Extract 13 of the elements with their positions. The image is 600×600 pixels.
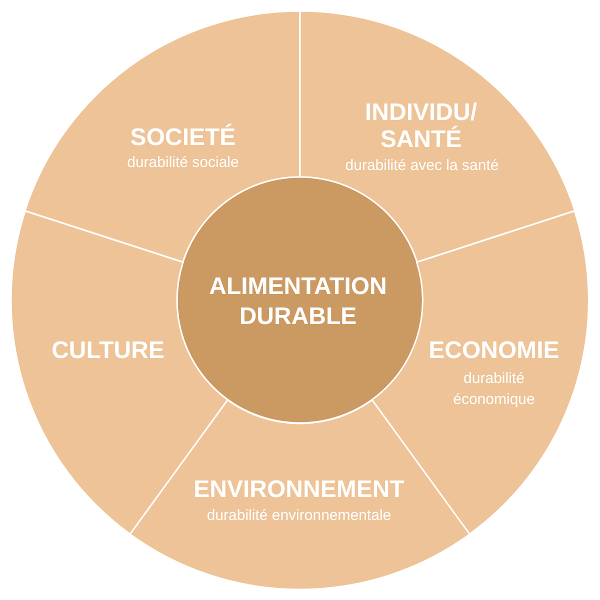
segment-subtitle: durabilité économique (453, 368, 535, 410)
ring-segment (299, 10, 576, 263)
segment-title: ENVIRONNEMENT (194, 476, 404, 504)
center-title: ALIMENTATION DURABLE (209, 272, 387, 332)
segment-subtitle: durabilité environnementale (206, 506, 392, 525)
ring-segment (24, 10, 301, 263)
segment-title: SOCIETÉ (130, 124, 236, 152)
segment-title: ECONOMIE (428, 336, 560, 365)
segment-subtitle: durabilité avec la santé (345, 157, 499, 175)
segment-title: INDIVIDU/ SANTÉ (365, 99, 477, 153)
segment-subtitle: durabilité sociale (127, 154, 239, 172)
center-circle (176, 176, 424, 424)
segment-title: CULTURE (52, 336, 164, 365)
